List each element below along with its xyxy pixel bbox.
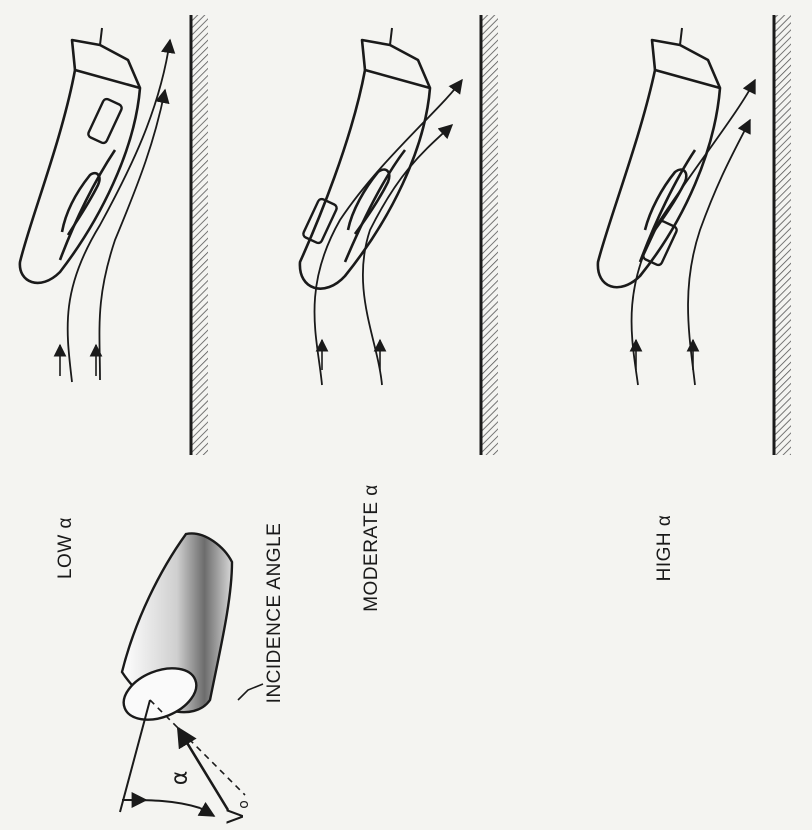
label-moderate-alpha: MODERATE α [361, 484, 383, 612]
label-high-alpha: HIGH α [654, 515, 676, 582]
velocity-letter: V [224, 809, 249, 824]
ground-wall-low [191, 15, 208, 455]
velocity-subscript: o [236, 800, 252, 809]
ground-wall-high [774, 15, 791, 455]
airplane-high [598, 28, 755, 385]
label-incidence-angle: INCIDENCE ANGLE [264, 523, 286, 704]
label-low-alpha: LOW α [55, 517, 77, 579]
airplane-moderate [300, 28, 462, 385]
ground-wall-moderate [481, 15, 498, 455]
airplane-low [20, 28, 170, 382]
symbol-alpha: α [168, 771, 193, 786]
symbol-velocity: Vo [224, 800, 252, 824]
